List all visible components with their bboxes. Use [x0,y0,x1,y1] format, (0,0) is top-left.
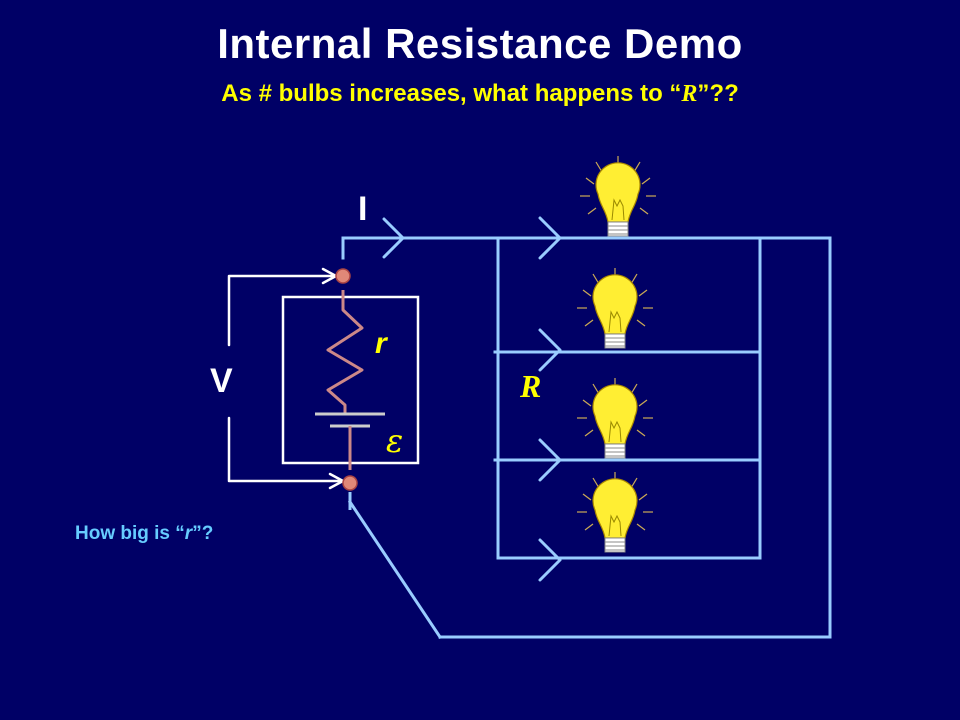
internal-resistor [326,290,364,413]
terminal-bottom [342,475,358,491]
voltmeter-lead-bottom [227,416,342,483]
lightbulb-icon [579,155,657,237]
question-symbol: r [184,523,193,544]
terminal-top [335,268,351,284]
wire-top [341,236,762,260]
subtitle-suffix: ”?? [697,80,739,107]
subtitle-symbol: R [681,81,698,107]
voltmeter-lead-top [227,274,335,347]
arrow-branch-3 [538,438,562,482]
arrow-branch-2 [538,328,562,372]
arrow-branch-1 [538,216,562,260]
lightbulb-icon [576,471,654,553]
question-text: How big is “r”? [75,523,213,545]
lightbulb-icon [576,377,654,459]
emf-label: ε [386,422,404,460]
page-title: Internal Resistance Demo [217,20,743,67]
arrow-branch-4 [538,538,562,582]
load-resistance-label: R [520,368,542,404]
internal-resistance-label: r [375,327,387,360]
question-prefix: How big is “ [75,523,185,544]
voltage-label: V [210,362,233,400]
subtitle-prefix: As # bulbs increases, what happens to “ [221,80,682,107]
lightbulb-icon [576,267,654,349]
question-suffix: ”? [192,523,214,544]
arrow-main [382,217,405,259]
wire-diagonal [347,499,443,640]
current-label: I [358,190,368,228]
subtitle: As # bulbs increases, what happens to “R… [0,80,960,108]
